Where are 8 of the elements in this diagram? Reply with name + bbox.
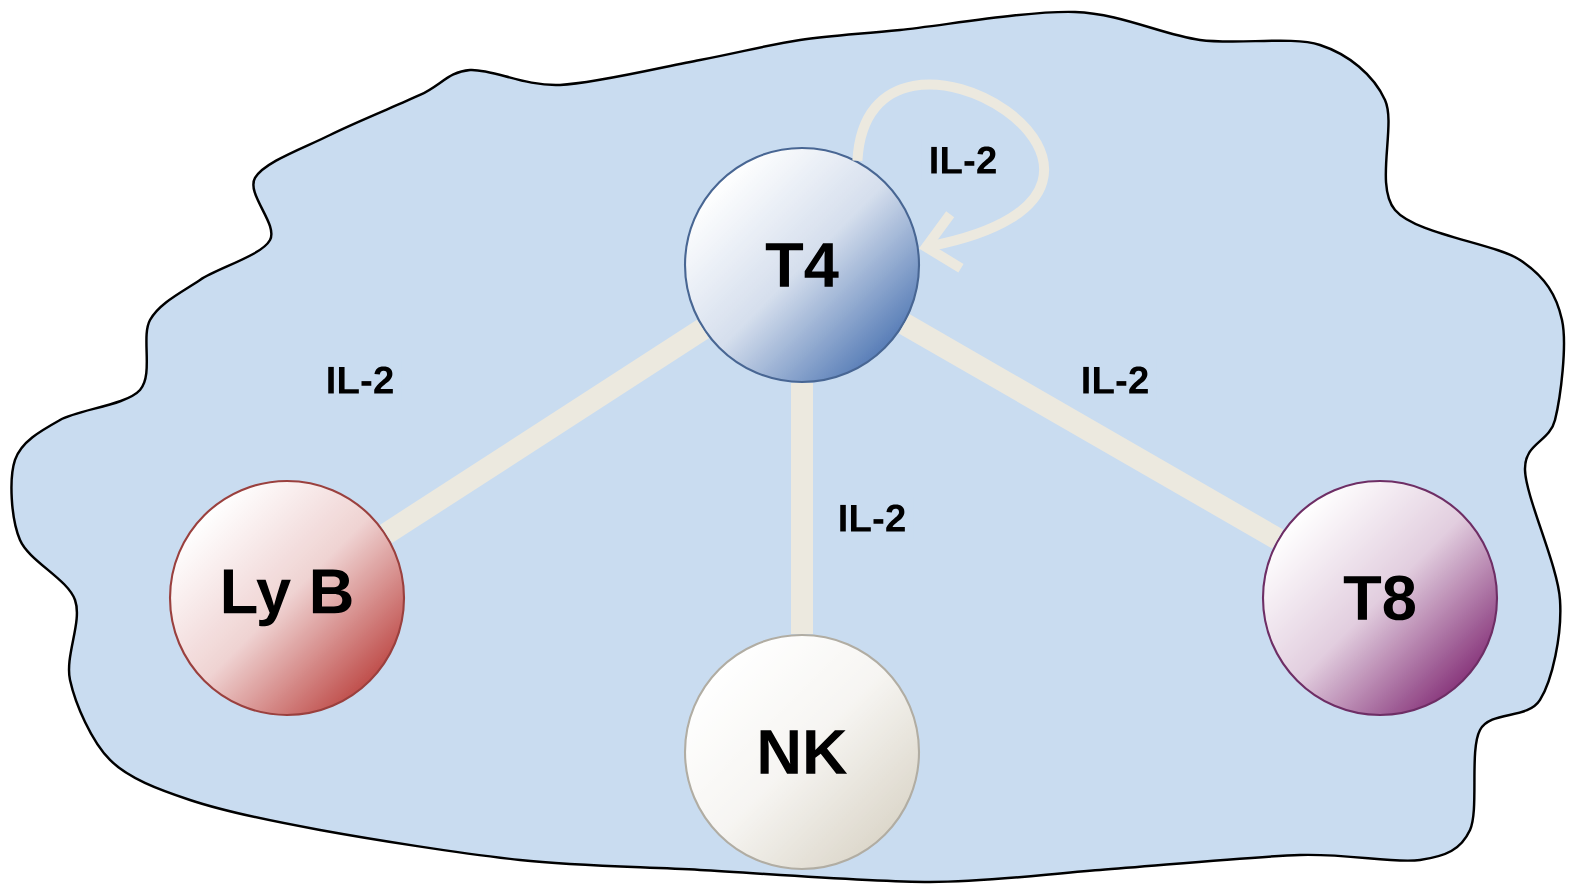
edge-label: IL-2 xyxy=(921,139,1005,181)
connector-band xyxy=(380,319,709,544)
edge-label: IL-2 xyxy=(830,497,914,539)
loop-arrow xyxy=(852,80,1048,273)
edge-label: IL-2 xyxy=(318,359,402,401)
connector-band xyxy=(791,383,813,634)
edge-label: IL-2 xyxy=(1073,359,1157,401)
connector-band xyxy=(898,314,1284,549)
